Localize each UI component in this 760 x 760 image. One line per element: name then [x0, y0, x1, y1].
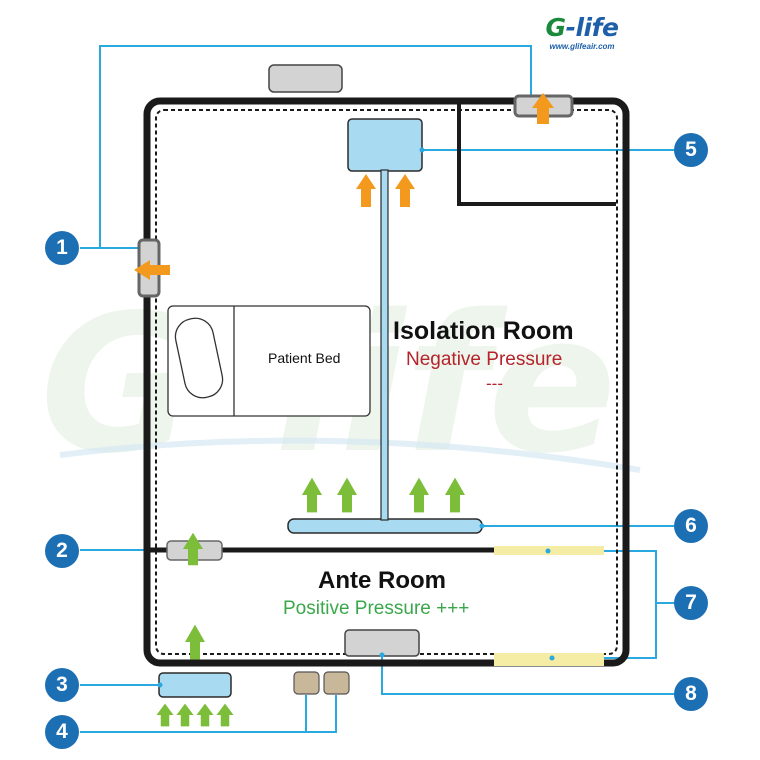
callout-3: 3: [45, 668, 79, 702]
outer-wall: [143, 97, 630, 667]
door-gap-lower: [494, 653, 604, 666]
supply-arrow-ante: [185, 624, 205, 660]
leader-8: [381, 655, 674, 695]
duct-vertical: [380, 169, 389, 521]
callout-4: 4: [45, 715, 79, 749]
logo-dash: -: [565, 13, 576, 42]
intake-arrow-3: [196, 703, 214, 727]
leader-dots: [157, 147, 555, 688]
ante-room-pressure: Positive Pressure +++: [283, 598, 470, 619]
logo-life: life: [575, 13, 619, 42]
return-grille-bottom: [344, 629, 420, 657]
isolation-room-pressure-sign: ---: [486, 374, 503, 393]
exhaust-arrow-left: [134, 260, 170, 280]
watermark-swoosh: [59, 437, 641, 473]
exhaust-unit: [347, 118, 423, 172]
callout-7: 7: [674, 586, 708, 620]
pressure-sensor-left: [293, 671, 320, 695]
logo-g: G: [545, 13, 567, 42]
callout-2: 2: [45, 534, 79, 568]
exhaust-arrow-top: [532, 93, 554, 124]
leader-4: [80, 695, 337, 733]
logo-url: www.glifeair.com: [549, 42, 615, 51]
leader-lines: [80, 45, 674, 733]
callout-5: 5: [674, 133, 708, 167]
isolation-room-pressure: Negative Pressure: [406, 349, 563, 370]
patient-bed-shape: [167, 305, 371, 417]
patient-bed-label: Patient Bed: [268, 350, 341, 366]
ante-room-title: Ante Room: [318, 567, 446, 594]
exhaust-arrows: [134, 93, 554, 280]
logo-wordmark: G-life: [532, 14, 632, 42]
exhaust-arrow-unit-a: [356, 174, 376, 207]
supply-diffuser: [287, 518, 483, 534]
intake-arrow-4: [216, 703, 234, 727]
leader-7: [548, 550, 674, 659]
exhaust-arrow-unit-b: [395, 174, 415, 207]
pressure-sensor-right: [323, 671, 350, 695]
ante-supply-unit: [158, 672, 232, 698]
callout-6: 6: [674, 509, 708, 543]
callout-8: 8: [674, 677, 708, 711]
isolation-room-title: Isolation Room: [393, 317, 574, 345]
callout-1: 1: [45, 231, 79, 265]
external-vent-top: [268, 64, 343, 93]
pillow: [174, 317, 224, 399]
bathroom-wall: [457, 104, 616, 206]
intake-arrow-1: [156, 703, 174, 727]
glife-logo: G-life www.glifeair.com: [532, 14, 632, 52]
leader-1: [80, 45, 532, 249]
intake-arrow-2: [176, 703, 194, 727]
